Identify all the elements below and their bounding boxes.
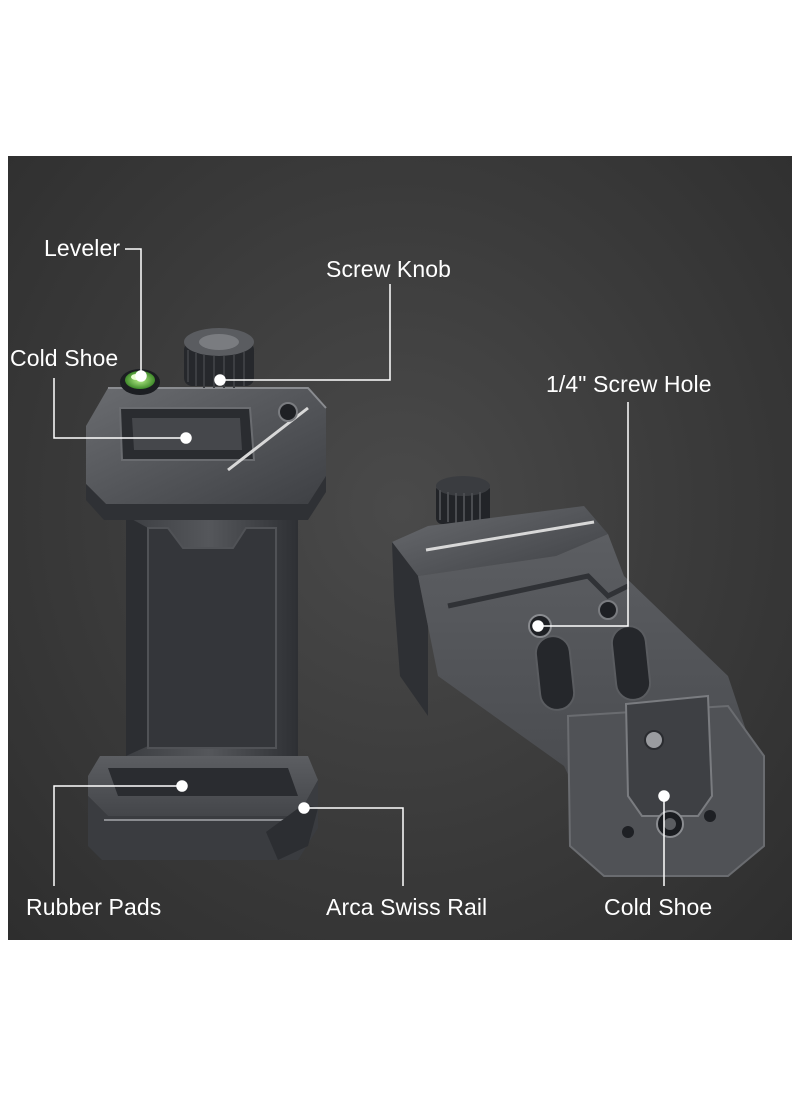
screw-knob-part xyxy=(184,328,254,388)
callout-screw-hole: 1/4" Screw Hole xyxy=(546,371,712,397)
callout-cold-shoe-bottom: Cold Shoe xyxy=(604,894,713,920)
callout-screw-knob: Screw Knob xyxy=(326,256,452,282)
callout-cold-shoe-top: Cold Shoe xyxy=(10,345,119,371)
callout-arca-swiss-rail: Arca Swiss Rail xyxy=(326,894,488,920)
product-illustration xyxy=(53,248,765,886)
phone-clamp-horizontal xyxy=(392,476,765,877)
product-photo-panel: Leveler Screw Knob Cold Shoe 1/4" Screw … xyxy=(8,156,792,940)
callout-lines xyxy=(53,248,670,886)
callout-leveler: Leveler xyxy=(44,235,121,261)
callout-rubber-pads: Rubber Pads xyxy=(26,894,162,920)
phone-clamp-vertical xyxy=(86,328,327,860)
